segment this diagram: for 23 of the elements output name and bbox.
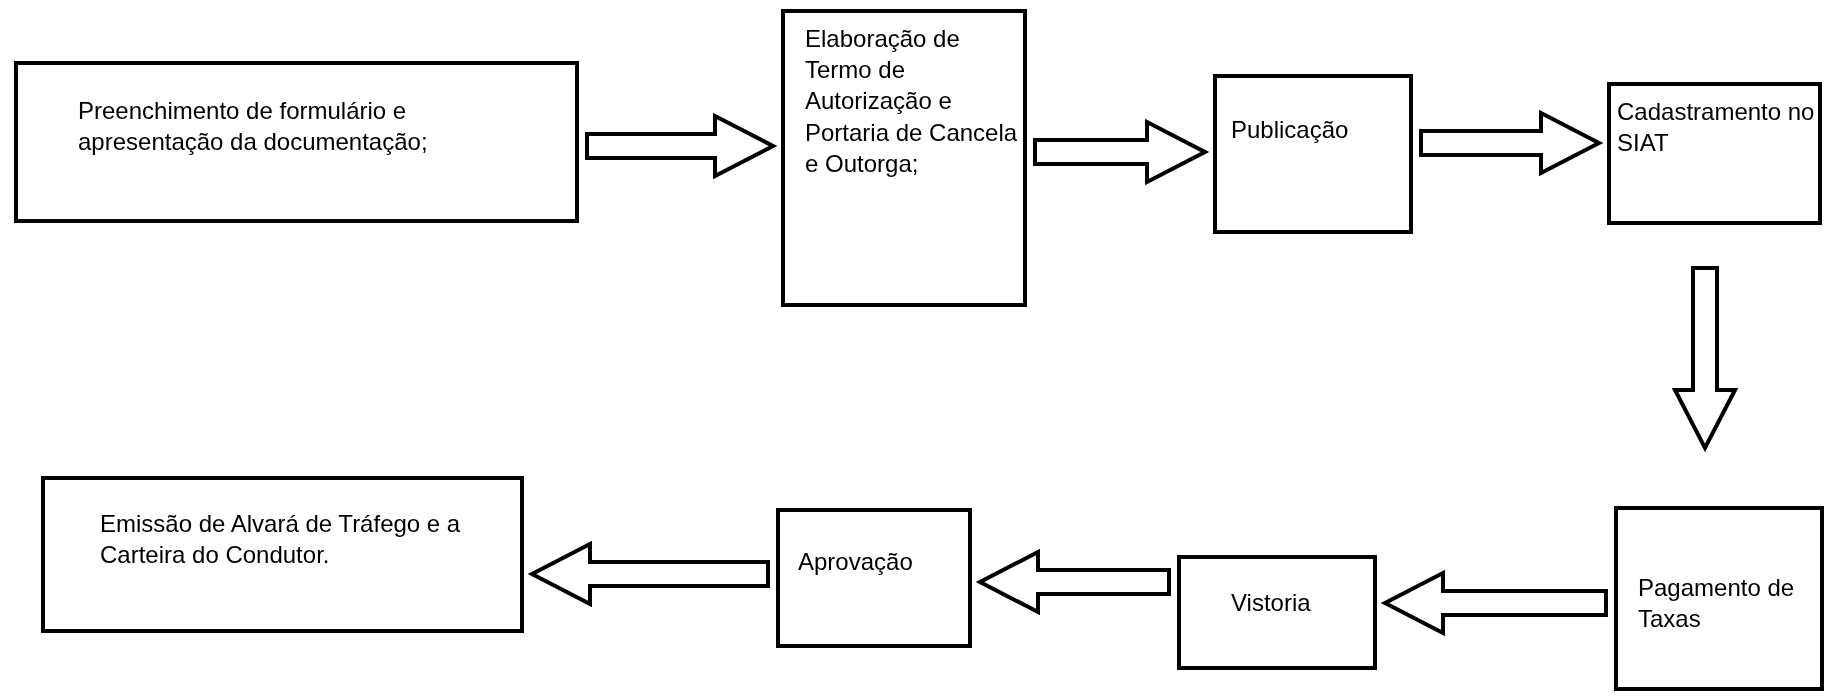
- step-text: Aprovação: [798, 547, 914, 577]
- block-arrow: [1380, 569, 1608, 637]
- step-text: Pagamento de Taxas: [1638, 573, 1796, 635]
- block-arrow: [1671, 266, 1739, 453]
- process-box: [1177, 555, 1377, 670]
- block-arrow: [527, 540, 770, 608]
- process-box: [781, 9, 1027, 307]
- block-arrow: [585, 112, 778, 180]
- block-arrow: [1419, 109, 1604, 177]
- step-text: Emissão de Alvará de Tráfego e a Carteira do Condutor.: [100, 509, 462, 571]
- process-box: [1614, 506, 1824, 691]
- block-arrow: [975, 548, 1171, 616]
- process-box: [1607, 82, 1822, 225]
- process-box: [14, 61, 579, 223]
- process-box: [1213, 74, 1413, 234]
- step-text: Vistoria: [1231, 588, 1312, 618]
- process-box: [41, 476, 524, 633]
- step-text: Elaboração de Termo de Autorização e Portaria de Cancela e Outorga;: [805, 24, 1019, 179]
- process-box: [776, 508, 972, 648]
- block-arrow: [1033, 118, 1210, 186]
- step-text: Publicação: [1231, 115, 1350, 145]
- step-text: Cadastramento no SIAT: [1617, 97, 1816, 159]
- step-text: Preenchimento de formulário e apresentação da documentação;: [78, 96, 429, 158]
